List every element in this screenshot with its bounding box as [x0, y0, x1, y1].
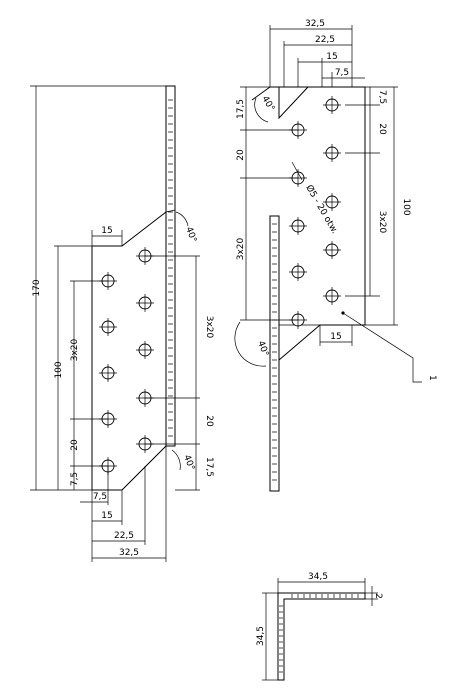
dim-top-width: 15 — [101, 226, 112, 236]
dim-3x20-right: 3x20 — [204, 316, 214, 339]
side-top-gusset — [278, 86, 309, 120]
callout-leader — [342, 312, 422, 383]
side-flange-strip — [269, 215, 280, 492]
angle-arc-top — [254, 97, 269, 123]
dim-bottom-15: 15 — [330, 332, 341, 342]
side-plate-outline — [251, 86, 366, 361]
angle-top-label: 40° — [259, 95, 276, 114]
dim-top-32-5: 32,5 — [305, 19, 325, 29]
angle-bottom-label: 40° — [181, 454, 196, 472]
angle-arc-bottom — [234, 321, 267, 367]
hole-note-leader — [291, 161, 303, 181]
section-view: 34,5 34,5 2 — [256, 572, 383, 681]
angle-arc-top — [175, 211, 189, 227]
angle-top-label: 40° — [183, 226, 198, 244]
dim-7-5-left: 7,5 — [70, 472, 80, 486]
dim-section-thickness: 2 — [373, 593, 383, 599]
dim-20-right: 20 — [204, 415, 214, 427]
section-ticks — [279, 594, 359, 673]
front-view: 170 100 3x20 20 7,5 15 3x20 20 17,5 — [30, 85, 214, 562]
dim-3x20-left: 3x20 — [70, 338, 80, 361]
dim-bottom-32-5: 32,5 — [119, 548, 139, 558]
dim-bottom-15: 15 — [101, 511, 112, 521]
hole-note: Ø5 - 20 otw. — [303, 183, 340, 236]
dim-section-height: 34,5 — [256, 626, 266, 646]
dim-top-22-5: 22,5 — [315, 35, 335, 45]
dim-total-height: 170 — [32, 279, 42, 296]
dim-right-100: 100 — [401, 198, 411, 215]
callout-number: 1 — [427, 375, 437, 381]
dim-left-20: 20 — [236, 149, 246, 161]
side-holes — [289, 96, 341, 329]
angle-bottom-label: 40° — [255, 340, 270, 358]
dim-top-15: 15 — [326, 52, 337, 62]
dim-right-7-5: 7,5 — [377, 90, 387, 104]
dim-top-7-5: 7,5 — [335, 68, 349, 78]
dim-row-span: 100 — [54, 361, 64, 378]
side-flange-ticks — [272, 223, 277, 481]
dim-right-3x20: 3x20 — [377, 211, 387, 234]
dim-bottom-7-5: 7,5 — [93, 492, 107, 502]
dim-section-width: 34,5 — [308, 572, 328, 582]
front-plate-outline — [91, 211, 167, 491]
section-l-profile — [277, 592, 366, 681]
dim-17-5-right: 17,5 — [204, 457, 214, 477]
front-flange-ticks — [168, 99, 173, 437]
dim-20-left: 20 — [70, 439, 80, 451]
angle-arc-bottom — [171, 449, 181, 471]
dim-left-17-5: 17,5 — [236, 99, 246, 119]
dim-bottom-22-5: 22,5 — [114, 531, 134, 541]
side-view: 32,5 22,5 15 7,5 7,5 20 3x20 100 17,5 20… — [234, 19, 437, 492]
dim-left-3x20: 3x20 — [236, 237, 246, 260]
dim-right-20: 20 — [377, 123, 387, 135]
front-top-chamfer — [165, 209, 176, 213]
